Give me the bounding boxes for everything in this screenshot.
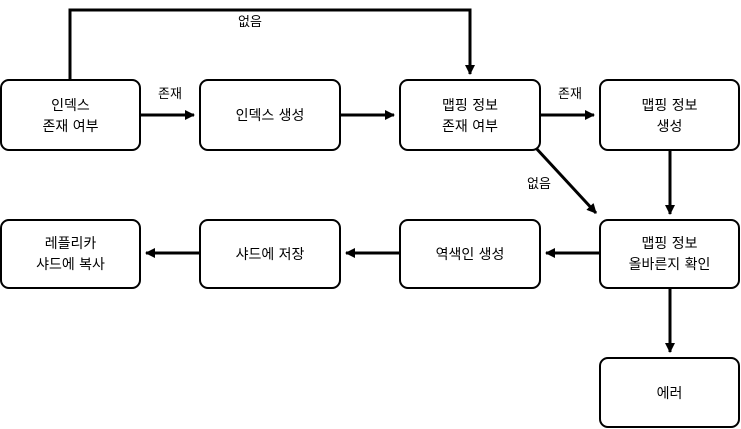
node-create-index-box	[199, 79, 341, 151]
node-error-label: 에러	[657, 386, 683, 402]
edge-label-index-present: 존재	[158, 87, 182, 102]
node-mapping-exists: 맵핑 정보 존재 여부	[399, 79, 541, 151]
node-create-index: 인덱스 생성	[199, 79, 341, 151]
node-error-box	[599, 357, 740, 428]
node-mapping-exists-label: 맵핑 정보	[442, 98, 498, 114]
edges: 없음 존재 존재 없음	[68, 8, 675, 353]
node-check-mapping-box	[599, 219, 740, 289]
node-create-inverted-index: 역색인 생성	[399, 219, 541, 289]
node-index-exists-box	[0, 79, 141, 151]
node-mapping-exists-label-line2: 존재 여부	[442, 119, 498, 135]
node-create-mapping: 맵핑 정보 생성	[599, 79, 740, 151]
node-store-in-shard-label: 샤드에 저장	[236, 247, 305, 263]
node-create-mapping-label-line2: 생성	[657, 119, 683, 135]
node-mapping-exists-box	[399, 79, 541, 151]
node-create-inverted-index-box	[399, 219, 541, 289]
node-check-mapping: 맵핑 정보 올바른지 확인	[599, 219, 740, 289]
edge-label-index-missing: 없음	[238, 15, 262, 30]
node-check-mapping-label-line2: 올바른지 확인	[629, 257, 711, 273]
node-index-exists-label: 인덱스	[51, 98, 90, 114]
node-copy-replica: 레플리카 샤드에 복사	[0, 219, 141, 289]
node-copy-replica-label: 레플리카	[45, 236, 97, 252]
node-create-index-label: 인덱스 생성	[236, 108, 305, 124]
edge-label-mapping-missing: 없음	[527, 177, 551, 192]
node-create-inverted-index-label: 역색인 생성	[436, 247, 505, 263]
node-copy-replica-box	[0, 219, 141, 289]
node-store-in-shard-box	[199, 219, 341, 289]
node-copy-replica-label-line2: 샤드에 복사	[36, 257, 105, 273]
edge-mapping-missing	[533, 145, 598, 215]
node-index-exists-label-line2: 존재 여부	[43, 119, 99, 135]
edge-index-missing	[68, 8, 475, 80]
node-store-in-shard: 샤드에 저장	[199, 219, 341, 289]
node-check-mapping-label: 맵핑 정보	[642, 236, 698, 252]
node-index-exists: 인덱스 존재 여부	[0, 79, 141, 151]
node-create-mapping-box	[599, 79, 740, 151]
node-create-mapping-label: 맵핑 정보	[642, 98, 698, 114]
edge-label-mapping-present: 존재	[558, 87, 582, 102]
node-error: 에러	[599, 357, 740, 428]
